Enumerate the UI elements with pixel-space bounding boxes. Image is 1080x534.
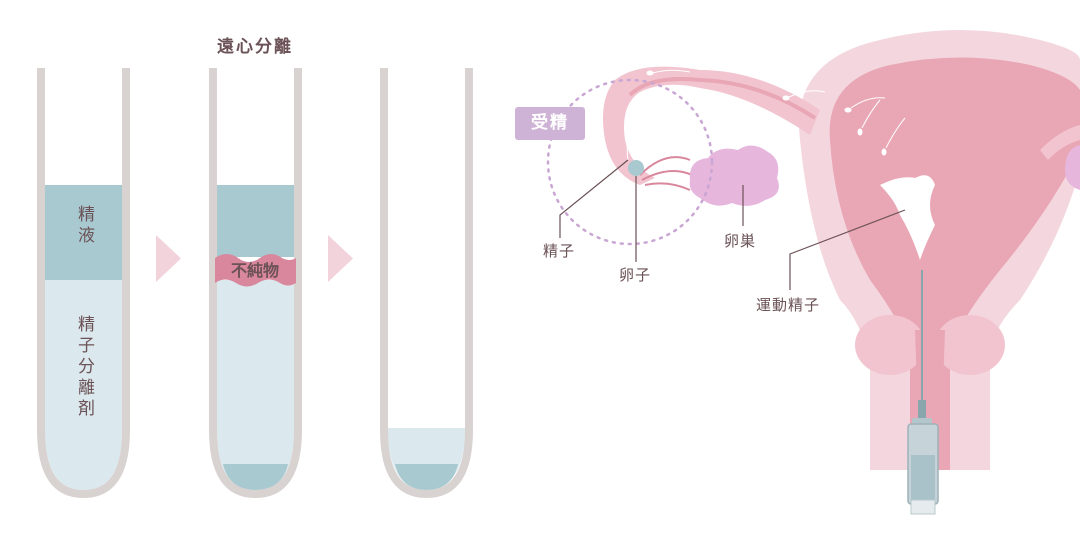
cervix-left xyxy=(855,315,925,375)
tube-2-semen-layer xyxy=(217,185,294,257)
tube-3 xyxy=(384,68,469,494)
sperm-label: 精子 xyxy=(543,240,575,261)
page-title: 遠心分離 xyxy=(190,32,320,57)
tube-1 xyxy=(41,68,126,494)
egg-label: 卵子 xyxy=(619,264,651,285)
cervix-right xyxy=(935,315,1005,375)
semen-label: 精液 xyxy=(72,205,97,247)
tube-2-fill-bottom xyxy=(217,280,294,490)
arrow-right-icon xyxy=(328,235,353,282)
ovary-left xyxy=(690,145,779,205)
fimbriae xyxy=(640,157,692,190)
sperm-leader xyxy=(560,160,628,238)
egg-cell xyxy=(628,160,644,176)
motile-sperm-label: 運動精子 xyxy=(756,294,820,315)
tube-2 xyxy=(213,68,298,494)
ovary-label: 卵巣 xyxy=(724,230,756,251)
arrow-right-icon xyxy=(156,235,181,282)
fertilization-badge: 受精 xyxy=(515,107,585,140)
impurity-label: 不純物 xyxy=(217,257,293,281)
separator-label: 精子分離剤 xyxy=(72,315,97,420)
